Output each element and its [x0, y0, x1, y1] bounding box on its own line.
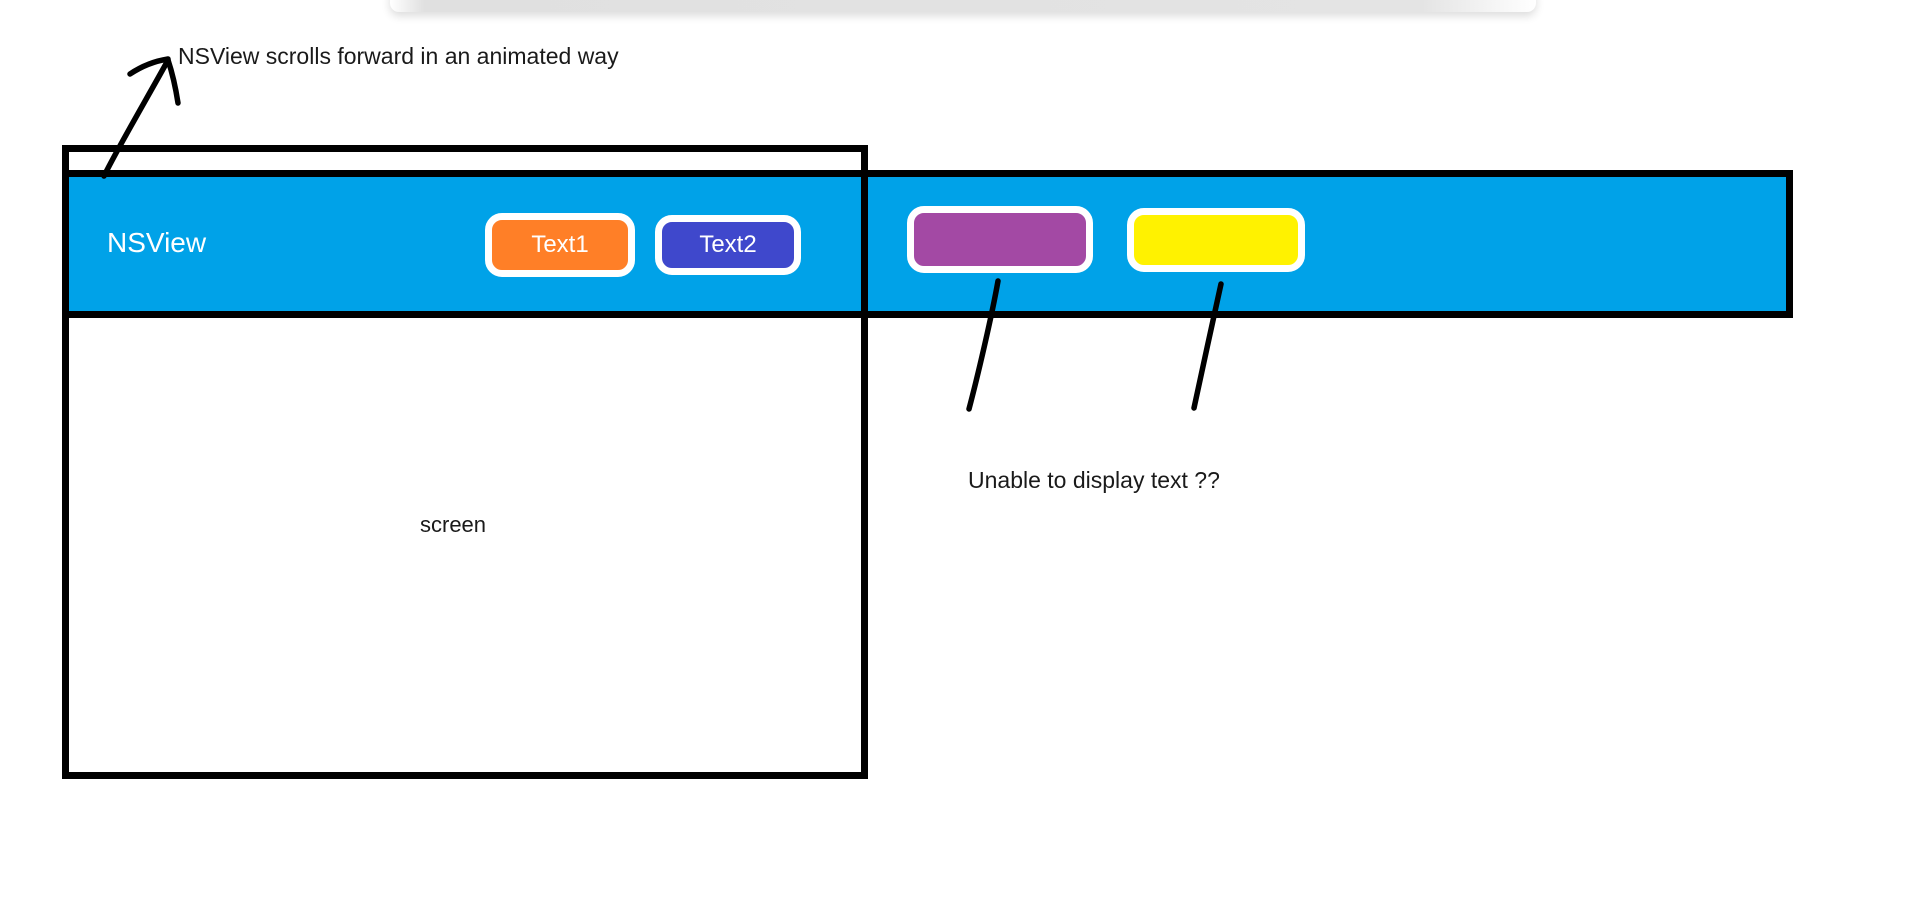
text1-button-label: Text1 — [531, 231, 589, 258]
text2-button[interactable]: Text2 — [655, 215, 801, 275]
yellow-button-no-text[interactable] — [1127, 208, 1305, 272]
question-annotation: Unable to display text ?? — [968, 467, 1220, 493]
text2-button-label: Text2 — [699, 231, 757, 258]
nsview-bar: NSView Text1 Text2 — [62, 170, 1793, 318]
nsview-label: NSView — [107, 227, 207, 258]
arrowhead-left-stroke — [127, 56, 171, 77]
arrow-shaft — [101, 59, 170, 179]
arrowhead-right-stroke — [165, 57, 181, 106]
window-edge-strip — [390, 0, 1536, 12]
screen-label: screen — [420, 512, 487, 537]
annotation-scroll-note: NSView scrolls forward in an animated wa… — [178, 43, 619, 69]
purple-button-no-text[interactable] — [907, 206, 1093, 273]
text1-button[interactable]: Text1 — [485, 213, 635, 277]
